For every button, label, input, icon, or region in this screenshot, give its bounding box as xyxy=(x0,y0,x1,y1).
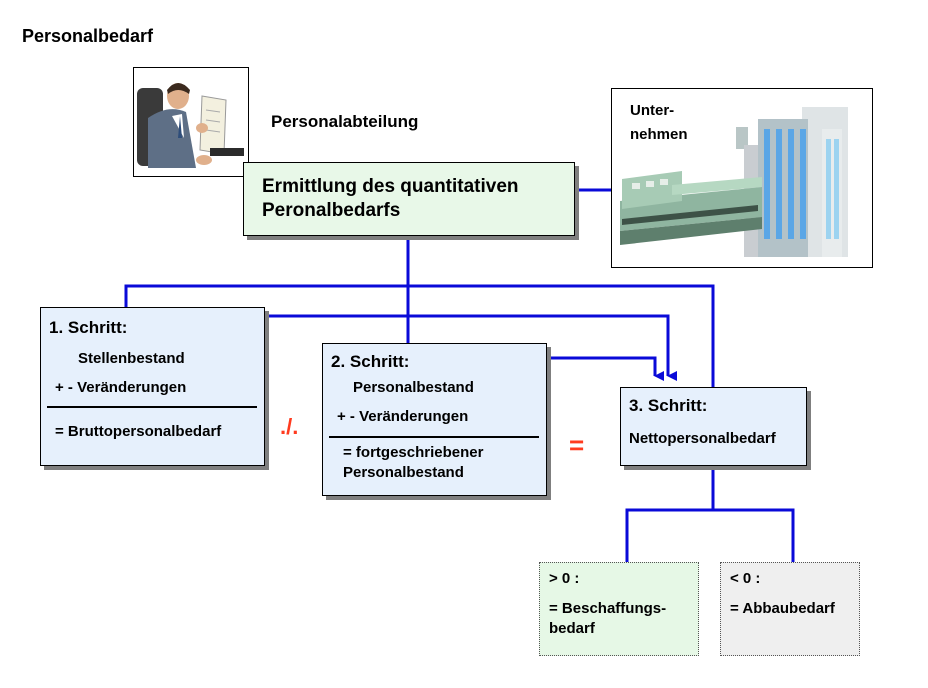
step-1-line-1: Stellenbestand xyxy=(78,350,185,367)
step-2-result-line-1: = fortgeschriebener xyxy=(343,444,484,461)
step-3-line-1: Nettopersonalbedarf xyxy=(629,430,776,447)
step-1-divider xyxy=(47,406,257,408)
connector-branch-bus xyxy=(625,508,795,562)
negative-result-box: < 0 : = Abbaubedarf xyxy=(720,562,860,656)
step-2-divider xyxy=(329,436,539,438)
step-3-heading: 3. Schritt: xyxy=(629,396,708,415)
positive-result-box: > 0 : = Beschaffungs- bedarf xyxy=(539,562,699,656)
step-2-result-line-2: Personalbestand xyxy=(343,464,464,481)
step-2-box: 2. Schritt: Personalbestand + - Veränder… xyxy=(322,343,547,496)
main-process-box: Ermittlung des quantitativen Peronalbeda… xyxy=(243,162,575,236)
businessman-illustration xyxy=(133,67,249,177)
step-1-line-2: + - Veränderungen xyxy=(55,379,187,396)
positive-line-2: bedarf xyxy=(549,620,595,637)
positive-line-1: = Beschaffungs- xyxy=(549,600,667,617)
department-label: Personalabteilung xyxy=(271,112,419,131)
company-label-line-1: Unter- xyxy=(630,102,675,119)
step-3-box: 3. Schritt: Nettopersonalbedarf xyxy=(620,387,807,466)
step-2-heading: 2. Schritt: xyxy=(331,352,410,371)
step-2-line-2: + - Veränderungen xyxy=(337,408,469,425)
negative-line-1: = Abbaubedarf xyxy=(730,600,835,617)
connector-top-bus xyxy=(124,284,715,387)
operator-minus: ./. xyxy=(280,414,299,439)
step-1-result: = Bruttopersonalbedarf xyxy=(55,423,222,440)
company-illustration: Unter- nehmen xyxy=(611,88,873,268)
connector-step1-to-step3 xyxy=(265,314,677,381)
positive-condition: > 0 : xyxy=(549,570,580,587)
operator-equals: = xyxy=(569,430,585,460)
page-title: Personalbedarf xyxy=(22,26,154,46)
step-2-line-1: Personalbestand xyxy=(353,379,474,396)
company-label-line-2: nehmen xyxy=(630,126,688,143)
negative-condition: < 0 : xyxy=(730,570,761,587)
main-line-1: Ermittlung des quantitativen xyxy=(262,176,519,197)
company-label: Unter- nehmen xyxy=(630,99,688,147)
connector-step2-to-step3 xyxy=(547,356,664,381)
step-1-heading: 1. Schritt: xyxy=(49,318,128,337)
step-1-box: 1. Schritt: Stellenbestand + - Veränderu… xyxy=(40,307,265,466)
main-line-2: Peronalbedarfs xyxy=(262,200,401,221)
